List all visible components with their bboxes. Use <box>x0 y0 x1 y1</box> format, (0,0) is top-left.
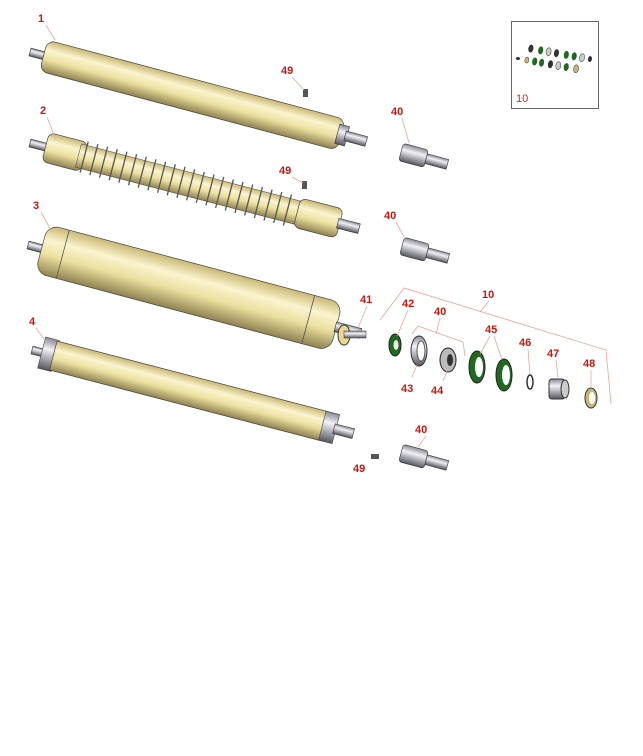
roller-4[interactable] <box>28 335 357 450</box>
bearing-cone-44[interactable] <box>439 347 457 373</box>
callout-40: 40 <box>434 306 446 318</box>
callout-2: 2 <box>40 105 46 117</box>
callout-49: 49 <box>279 165 291 177</box>
roller-1[interactable] <box>26 37 371 157</box>
snap-ring-46[interactable] <box>526 374 534 390</box>
callout-46: 46 <box>519 337 531 349</box>
callout-49: 49 <box>353 463 365 475</box>
seal-45[interactable] <box>468 350 486 384</box>
callout-10: 10 <box>482 289 494 301</box>
grease-nipple[interactable] <box>303 89 308 97</box>
callout-49: 49 <box>281 65 293 77</box>
callout-1: 1 <box>38 13 44 25</box>
inset-kit-thumbnail[interactable]: 10 <box>511 21 599 109</box>
callout-44: 44 <box>431 385 444 397</box>
end-cap-41[interactable] <box>337 324 367 346</box>
seal-42[interactable] <box>388 333 402 357</box>
callout-40: 40 <box>384 210 396 222</box>
grease-nipple[interactable] <box>371 454 379 459</box>
roller-3[interactable] <box>22 221 367 358</box>
bearing-cup-43[interactable] <box>410 335 428 367</box>
stub-shaft-40[interactable] <box>400 237 451 267</box>
nut-48[interactable] <box>584 387 598 409</box>
callout-47: 47 <box>547 348 559 360</box>
roller-2[interactable] <box>26 128 363 245</box>
callout-41: 41 <box>360 294 372 306</box>
callout-3: 3 <box>33 200 39 212</box>
leader-lines <box>35 24 612 448</box>
callout-42: 42 <box>402 298 414 310</box>
callout-40: 40 <box>415 424 427 436</box>
stub-shaft-40[interactable] <box>399 444 450 474</box>
callout-48: 48 <box>583 358 595 370</box>
callout-4: 4 <box>29 316 36 328</box>
seal-45[interactable] <box>495 358 513 392</box>
stub-shaft-40[interactable] <box>399 143 450 173</box>
grease-nipple[interactable] <box>302 181 307 189</box>
inset-label: 10 <box>516 93 528 105</box>
spacer-47[interactable] <box>548 378 570 400</box>
callout-43: 43 <box>401 383 413 395</box>
callout-40: 40 <box>391 106 403 118</box>
callout-45: 45 <box>485 324 497 336</box>
